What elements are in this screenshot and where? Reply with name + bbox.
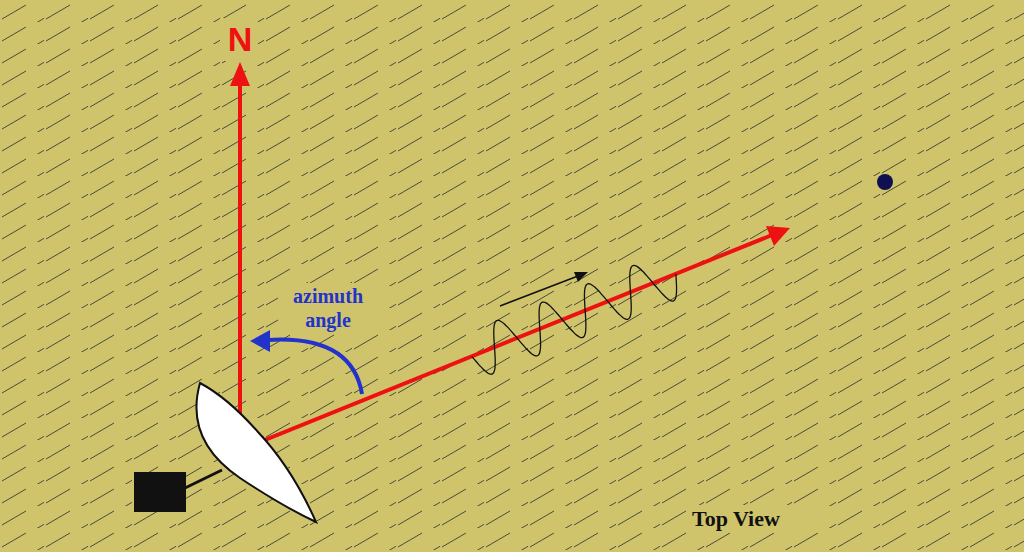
azimuth-arrowhead xyxy=(250,330,270,352)
receiver-box xyxy=(134,472,186,512)
propagation-arrowhead xyxy=(574,272,588,282)
dish-antenna xyxy=(196,383,316,522)
north-arrowhead xyxy=(230,62,250,86)
beam-direction xyxy=(240,235,772,450)
view-label: Top View xyxy=(690,505,820,533)
azimuth-arc xyxy=(268,340,362,394)
feed-arm xyxy=(185,470,222,488)
azimuth-label: azimuth angle xyxy=(278,283,378,333)
north-axis xyxy=(238,78,242,452)
target-dot xyxy=(877,174,893,190)
beam-arrowhead xyxy=(766,226,790,246)
wave xyxy=(472,265,677,374)
propagation-arrow xyxy=(500,276,578,306)
north-label: N xyxy=(222,18,258,61)
